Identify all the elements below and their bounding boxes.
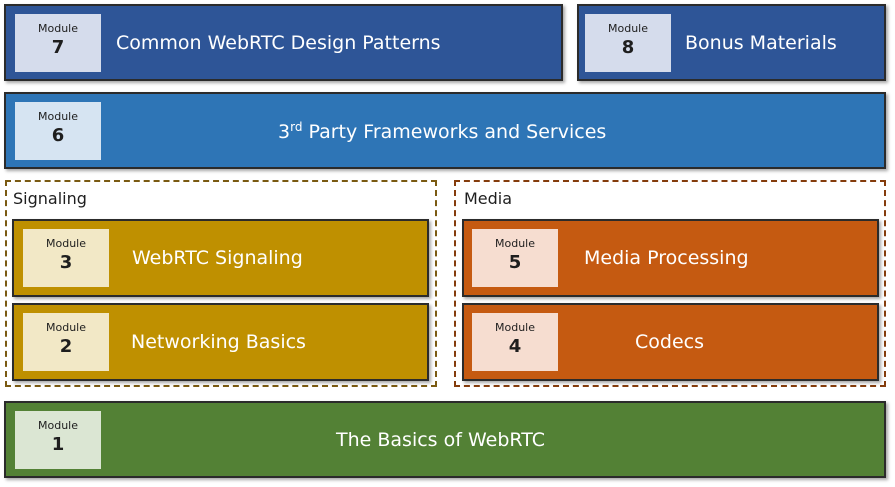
module-label: Module	[608, 22, 648, 35]
module-8-block: Module 8 Bonus Materials	[577, 4, 886, 81]
module-7-badge: Module 7	[15, 14, 101, 72]
media-group	[454, 180, 886, 387]
signaling-group-label: Signaling	[13, 189, 87, 208]
module-6-title: 3rd Party Frameworks and Services	[278, 120, 606, 143]
module-number: 1	[51, 434, 65, 455]
module-6-block: Module 6 3rd Party Frameworks and Servic…	[4, 92, 886, 169]
module-7-block: Module 7 Common WebRTC Design Patterns	[4, 4, 563, 81]
module-1-badge: Module 1	[15, 411, 101, 469]
module-label: Module	[495, 321, 535, 334]
module-number: 6	[51, 125, 65, 146]
module-5-title: Media Processing	[584, 247, 749, 269]
module-2-title: Networking Basics	[131, 331, 306, 353]
module-8-title: Bonus Materials	[685, 32, 837, 54]
module-number: 7	[51, 37, 65, 58]
module-5-badge: Module 5	[472, 229, 558, 287]
module-number: 4	[508, 336, 522, 357]
title-superscript: rd	[290, 120, 303, 134]
module-3-title: WebRTC Signaling	[132, 247, 303, 269]
title-prefix: 3	[278, 121, 291, 143]
module-3-block: Module 3 WebRTC Signaling	[12, 219, 429, 297]
module-label: Module	[46, 237, 86, 250]
module-2-badge: Module 2	[23, 313, 109, 371]
module-number: 2	[59, 336, 73, 357]
module-7-title: Common WebRTC Design Patterns	[116, 32, 441, 54]
module-6-badge: Module 6	[15, 102, 101, 160]
module-2-block: Module 2 Networking Basics	[12, 303, 429, 381]
module-number: 3	[59, 252, 73, 273]
module-number: 5	[508, 252, 522, 273]
module-1-title: The Basics of WebRTC	[336, 429, 545, 451]
module-4-title: Codecs	[635, 331, 704, 353]
module-1-block: Module 1 The Basics of WebRTC	[4, 401, 886, 478]
module-4-badge: Module 4	[472, 313, 558, 371]
module-4-block: Module 4 Codecs	[462, 303, 879, 381]
module-number: 8	[621, 37, 635, 58]
module-8-badge: Module 8	[585, 14, 671, 72]
signaling-group	[5, 180, 437, 387]
module-label: Module	[46, 321, 86, 334]
title-rest: Party Frameworks and Services	[302, 121, 607, 143]
media-group-label: Media	[464, 189, 513, 208]
module-label: Module	[38, 419, 78, 432]
module-5-block: Module 5 Media Processing	[462, 219, 879, 297]
module-3-badge: Module 3	[23, 229, 109, 287]
module-label: Module	[38, 22, 78, 35]
module-label: Module	[495, 237, 535, 250]
module-label: Module	[38, 110, 78, 123]
